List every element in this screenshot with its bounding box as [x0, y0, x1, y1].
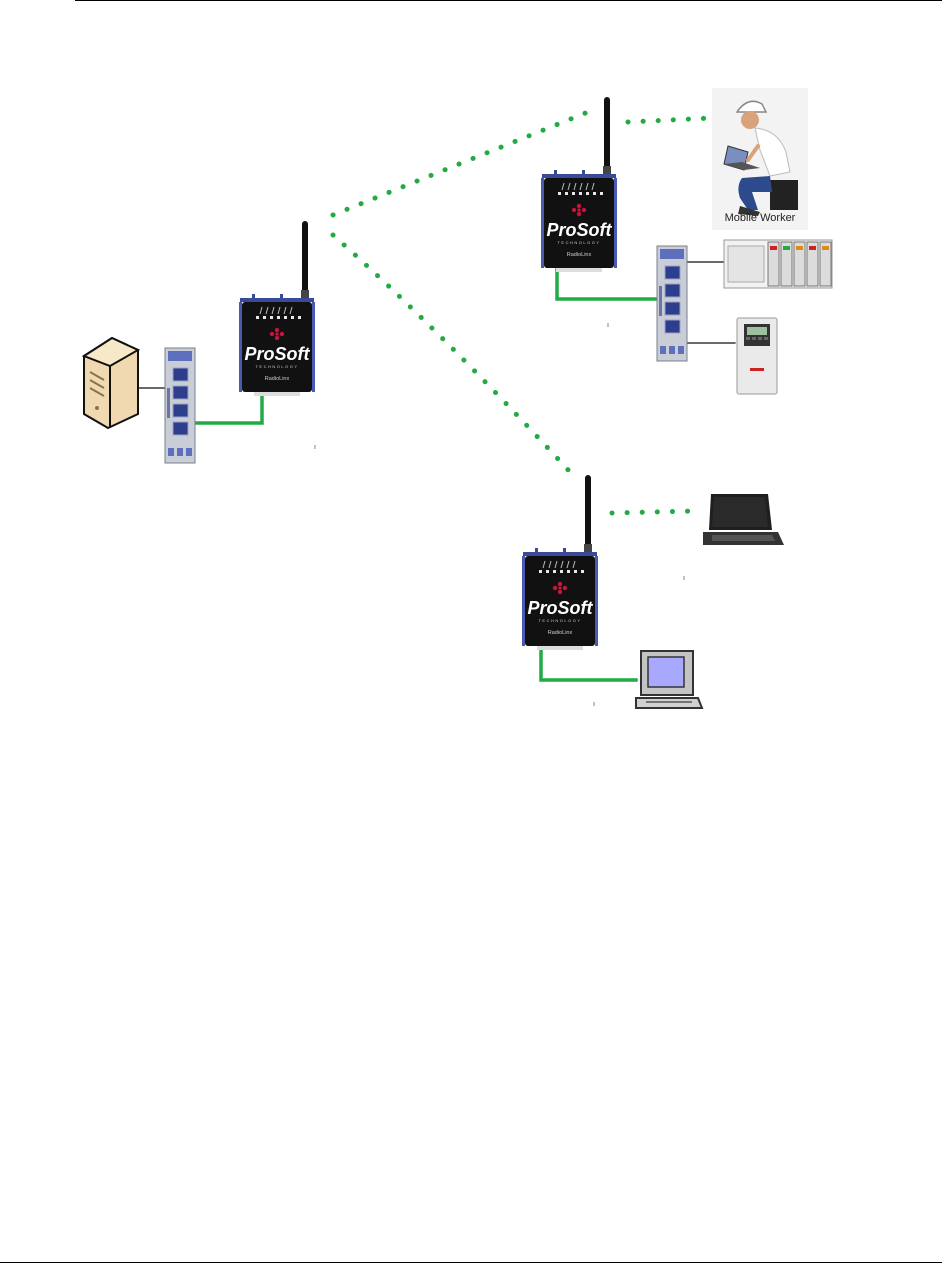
server-tower-icon [84, 338, 138, 428]
wireless-radio-bottom-icon: ProSoft TECHNOLOGY RadioLinx [522, 478, 598, 650]
radio-left-tagline: TECHNOLOGY [255, 364, 298, 369]
radio-left-product: RadioLinx [265, 376, 290, 382]
wireless-links [333, 112, 712, 513]
radio-bottom-product: RadioLinx [548, 630, 573, 636]
radio-bottom-tagline: TECHNOLOGY [538, 618, 581, 623]
variable-frequency-drive-icon [737, 318, 777, 394]
wired-link-switch-to-radio-left [195, 396, 262, 423]
radio-top-brand: ProSoft [547, 220, 613, 240]
mobile-worker-icon: Mobile Worker [712, 88, 808, 230]
radio-top-product: RadioLinx [567, 252, 592, 258]
ethernet-switch-right-icon [657, 246, 687, 361]
wired-link-radio-top-to-switch [557, 268, 660, 299]
wireless-link-bottom-to-laptop [612, 511, 695, 513]
wireless-link-top-to-worker [628, 118, 712, 122]
wireless-radio-left-icon: ProSoft TECHNOLOGY RadioLinx [239, 224, 315, 396]
radio-top-tagline: TECHNOLOGY [557, 240, 600, 245]
wired-link-radio-bottom-to-pc [541, 648, 636, 680]
plc-rack-icon [724, 240, 832, 288]
radio-bottom-brand: ProSoft [528, 598, 594, 618]
radio-left-brand: ProSoft [245, 344, 311, 364]
desktop-computer-icon [636, 651, 702, 708]
wired-links [137, 262, 735, 680]
mobile-worker-label: Mobile Worker [725, 212, 796, 224]
ethernet-switch-left-icon [165, 348, 195, 463]
laptop-icon [703, 494, 784, 545]
wireless-radio-top-icon: ProSoft TECHNOLOGY RadioLinx [541, 100, 617, 272]
wireless-link-left-to-bottom [333, 235, 570, 472]
